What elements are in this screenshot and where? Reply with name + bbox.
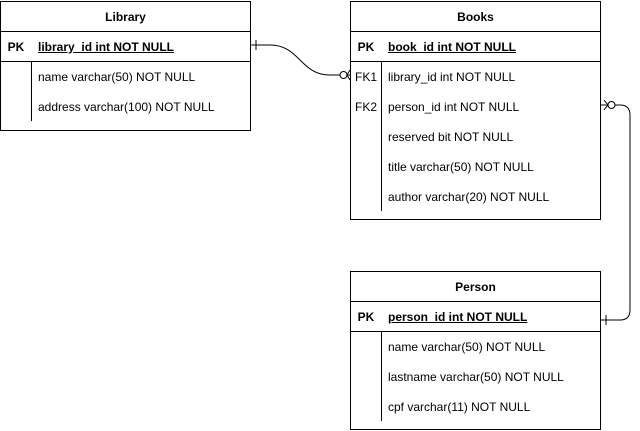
pk-row: PK person_id int NOT NULL [351,302,600,332]
key-label [351,362,381,392]
key-label [351,122,381,152]
field-row: name varchar(50) NOT NULL [1,62,250,92]
zero-marker [607,101,616,109]
connector-line [251,44,340,76]
field-name: library_id int NOT NULL [388,70,516,84]
field-name: name varchar(50) NOT NULL [38,70,196,84]
pk-row: PK library_id int NOT NULL [1,32,250,62]
pk-label: PK [357,40,375,54]
pk-row: PK book_id int NOT NULL [351,32,600,62]
key-column-divider [381,332,382,421]
field-name: reserved bit NOT NULL [388,130,514,144]
field-name: author varchar(20) NOT NULL [388,190,550,204]
zero-marker [339,71,348,79]
pk-label: PK [357,310,375,324]
connector-line [601,104,631,321]
person-entity[interactable]: Person PK person_id int NOT NULL name va… [350,271,601,430]
crowfoot-marker [601,99,609,111]
field-name: cpf varchar(11) NOT NULL [388,400,531,414]
field-row: title varchar(50) NOT NULL [351,152,600,182]
field-row: address varchar(100) NOT NULL [1,92,250,122]
relationship-library-books[interactable] [251,40,351,81]
key-label [351,332,381,362]
field-name: title varchar(50) NOT NULL [388,160,534,174]
key-column-divider [381,62,382,211]
field-row: FK2 person_id int NOT NULL [351,92,600,122]
key-label [351,152,381,182]
books-entity[interactable]: Books PK book_id int NOT NULL FK1 librar… [350,1,601,220]
pk-field: library_id int NOT NULL [38,40,175,54]
field-name: person_id int NOT NULL [388,100,520,114]
key-label [1,92,31,122]
relationship-person-books[interactable] [601,99,631,325]
entity-title: Person [351,272,600,302]
pk-label: PK [7,40,25,54]
field-row: cpf varchar(11) NOT NULL [351,392,600,422]
field-row: lastname varchar(50) NOT NULL [351,362,600,392]
key-column-divider [31,62,32,121]
field-name: lastname varchar(50) NOT NULL [388,370,564,384]
field-name: name varchar(50) NOT NULL [388,340,546,354]
field-row: author varchar(20) NOT NULL [351,182,600,212]
field-row: FK1 library_id int NOT NULL [351,62,600,92]
fk-label: FK1 [354,70,377,84]
pk-field: person_id int NOT NULL [388,310,528,324]
entity-title: Books [351,2,600,32]
entity-title: Library [1,2,250,32]
library-entity[interactable]: Library PK library_id int NOT NULL name … [0,1,251,131]
field-name: address varchar(100) NOT NULL [38,100,215,114]
fk-label: FK2 [354,100,377,114]
key-label [1,62,31,92]
key-label [351,182,381,212]
pk-field: book_id int NOT NULL [388,40,516,54]
key-label [351,392,381,422]
field-row: reserved bit NOT NULL [351,122,600,152]
field-row: name varchar(50) NOT NULL [351,332,600,362]
